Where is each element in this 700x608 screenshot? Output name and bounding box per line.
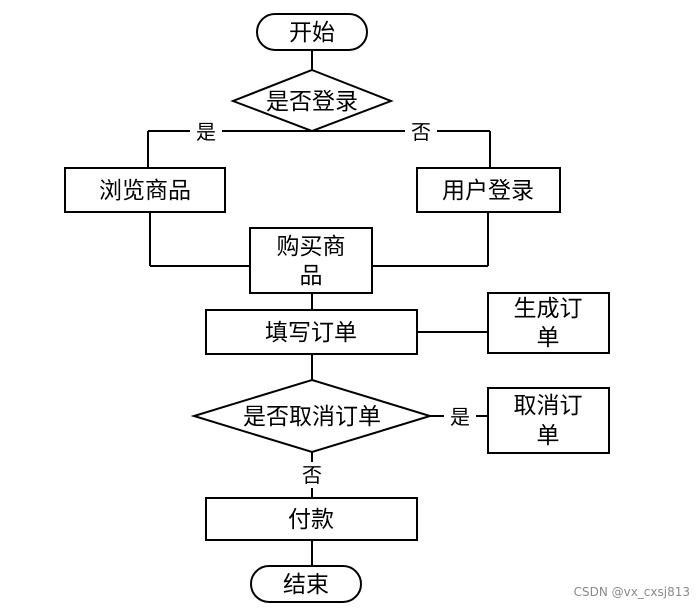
cancel-order-decision: 是否取消订单 <box>190 378 434 454</box>
user-login-label: 用户登录 <box>442 178 534 204</box>
cancel-order-label-line2: 单 <box>537 423 560 449</box>
pay-node: 付款 <box>205 497 418 541</box>
cancel-order-label-line1: 取消订 <box>514 393 583 419</box>
generate-order-node: 生成订 单 <box>487 292 610 354</box>
watermark: CSDN @vx_cxsj813 <box>574 585 690 599</box>
cancel-yes-label: 是 <box>450 405 470 429</box>
end-node: 结束 <box>250 565 362 603</box>
buy-products-label-line1: 购买商 <box>277 234 346 260</box>
generate-order-label-line1: 生成订 <box>514 296 583 322</box>
buy-products-node: 购买商 品 <box>249 227 373 294</box>
fill-order-label: 填写订单 <box>265 320 357 346</box>
cancel-order-decision-label: 是否取消订单 <box>243 404 381 430</box>
start-node: 开始 <box>256 13 368 51</box>
connectors <box>147 50 491 566</box>
cancel-order-node: 取消订 单 <box>487 387 610 454</box>
pay-label: 付款 <box>288 507 334 533</box>
login-decision: 是否登录 <box>230 68 394 133</box>
end-label: 结束 <box>283 572 329 598</box>
login-decision-label: 是否登录 <box>266 89 358 115</box>
start-label: 开始 <box>289 20 335 46</box>
fill-order-node: 填写订单 <box>205 309 418 355</box>
buy-products-label-line2: 品 <box>300 263 323 289</box>
generate-order-label-line2: 单 <box>537 325 560 351</box>
cancel-no-label: 否 <box>302 463 322 487</box>
user-login-node: 用户登录 <box>416 167 561 213</box>
browse-products-node: 浏览商品 <box>64 167 226 213</box>
login-no-label: 否 <box>411 120 431 144</box>
browse-products-label: 浏览商品 <box>99 178 191 204</box>
login-yes-label: 是 <box>196 120 216 144</box>
